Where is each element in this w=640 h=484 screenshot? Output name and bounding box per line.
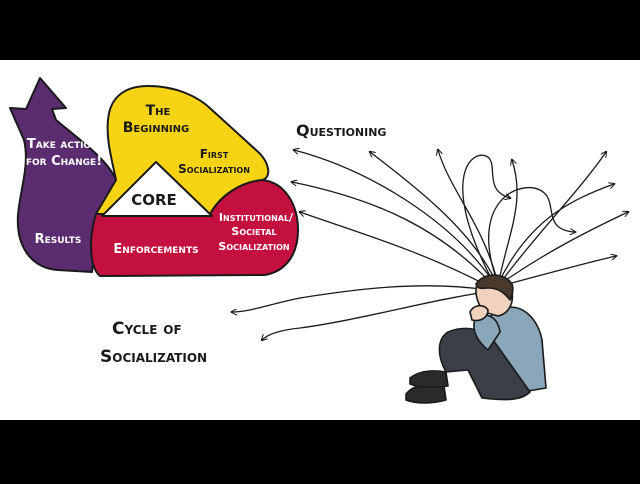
arrow (499, 160, 518, 277)
caption-questioning: Questioning (296, 121, 386, 140)
arrow (488, 186, 575, 279)
arrow (505, 212, 628, 281)
label-take-actions-2: for Change! (26, 154, 102, 169)
label-core: CORE (131, 191, 177, 209)
label-enforcements: Enforcements (113, 242, 198, 257)
label-results: Results (35, 232, 82, 247)
label-beginning-2: Beginning (123, 120, 189, 136)
caption-cycle-title-1: Cycle of (112, 319, 182, 339)
label-first-socialization-1: First (200, 147, 229, 161)
label-take-actions-1: Take actions (27, 137, 105, 152)
person-hair (475, 274, 514, 301)
label-institutional-3: Socialization (218, 240, 289, 253)
letterbox-bottom (0, 420, 640, 480)
label-institutional-1: Institutional/ (219, 211, 294, 224)
questioning-arrows (232, 150, 628, 340)
results-segment (9, 77, 117, 273)
cycle-diagram (9, 77, 299, 277)
person-shoe-back (409, 370, 449, 389)
sitting-person (405, 274, 547, 404)
arrow (370, 152, 495, 279)
arrow (300, 212, 489, 287)
label-first-socialization-2: Socialization (178, 162, 250, 176)
label-beginning-1: The (146, 103, 171, 119)
letterbox-top (0, 0, 640, 60)
arrow (232, 285, 489, 312)
caption-cycle-title-2: Socialization (100, 347, 207, 367)
person-hand (469, 304, 489, 322)
arrow (507, 256, 616, 285)
arrow (462, 154, 510, 281)
label-institutional-2: Societal (231, 225, 276, 238)
arrow (294, 150, 493, 281)
arrow (292, 182, 491, 283)
arrow (262, 291, 487, 340)
core-triangle (101, 161, 213, 217)
cycle-labels: The Beginning First Socialization Instit… (26, 103, 294, 257)
